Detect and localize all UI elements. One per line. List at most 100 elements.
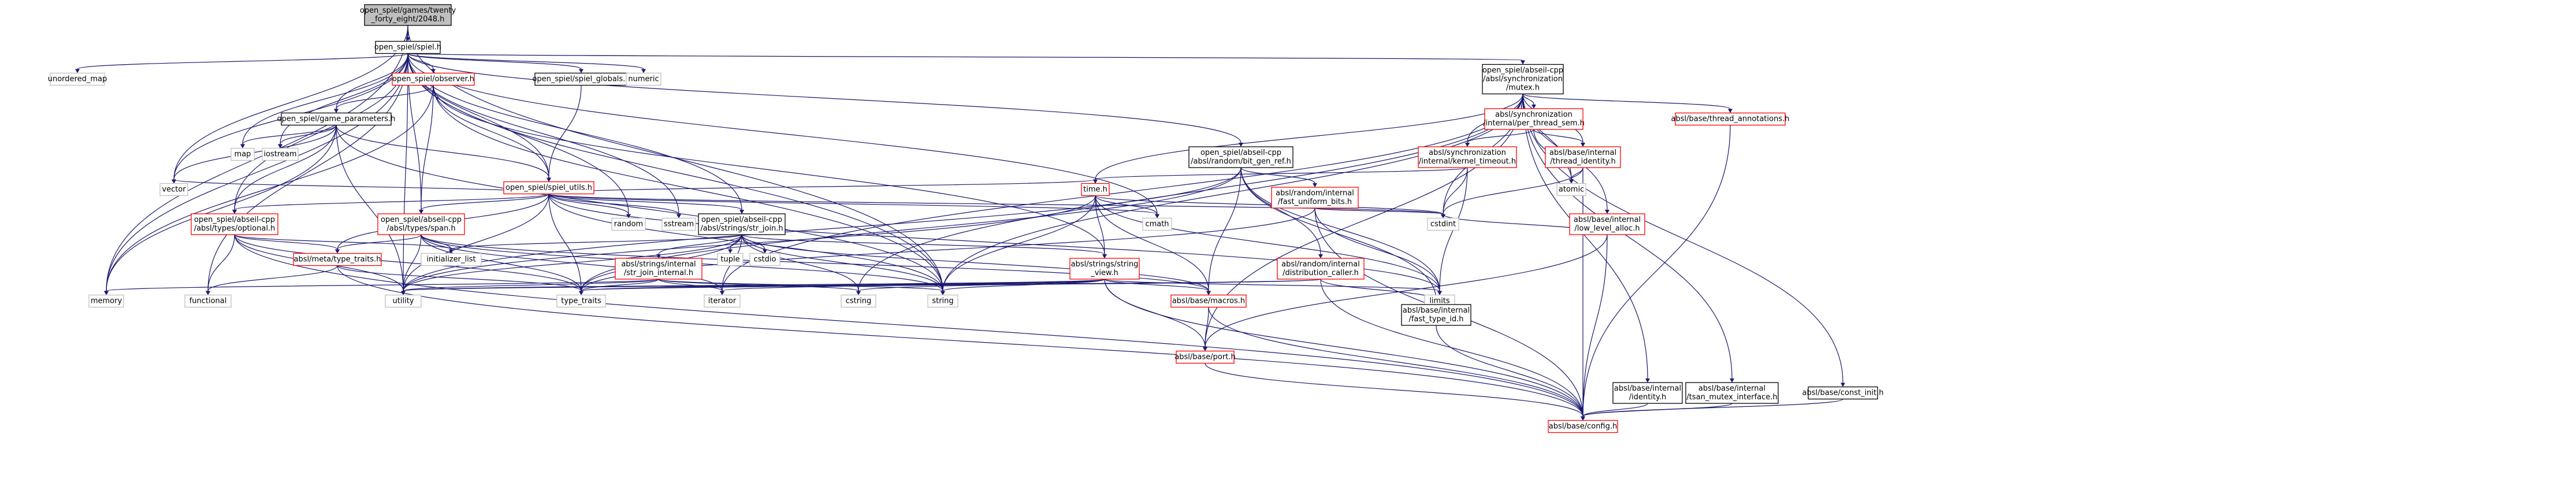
arrowhead-spiel-to-observer (431, 69, 436, 73)
node-cstdint: cstdint (1427, 217, 1459, 231)
node-label-mutex-1: /absl/synchronization (1483, 75, 1563, 84)
edge-meta_type_traits-to-functional (207, 265, 338, 291)
node-box-game_parameters (281, 112, 392, 126)
node-box-cstdio (749, 253, 780, 266)
node-utility: utility (385, 294, 422, 308)
node-root[interactable]: open_spiel/games/twenty_forty_eight/2048… (360, 4, 456, 26)
edge-port-to-config (1205, 363, 1583, 417)
node-box-mutex (1482, 64, 1564, 95)
edge-spiel_utils-to-str_join (548, 193, 742, 210)
edge-spiel_utils-to-string (548, 194, 943, 291)
node-box-string (927, 294, 958, 308)
node-optional[interactable]: open_spiel/abseil-cpp/absl/types/optiona… (191, 213, 278, 235)
node-label-spiel_utils-0: open_spiel/spiel_utils.h (505, 184, 592, 192)
node-box-map (231, 147, 255, 161)
arrowhead-string_view-to-macros (1206, 291, 1211, 295)
arrowhead-game_parameters-to-map (240, 144, 245, 149)
node-string_view[interactable]: absl/strings/string_view.h (1069, 258, 1140, 280)
edge-time-to-string_view (1095, 195, 1105, 255)
node-port[interactable]: absl/base/port.h (1174, 350, 1236, 364)
edge-spiel-to-mutex (407, 53, 1523, 61)
node-thread_annotations[interactable]: absl/base/thread_annotations.h (1671, 112, 1790, 126)
node-time[interactable]: time.h (1081, 183, 1110, 196)
edge-str_join_internal-to-string (658, 279, 943, 292)
node-span[interactable]: open_spiel/abseil-cpp/absl/types/span.h (377, 213, 465, 235)
node-box-time (1081, 183, 1110, 196)
node-fast_uniform_bits[interactable]: absl/random/internal/fast_uniform_bits.h (1271, 187, 1359, 209)
node-box-const_init (1808, 386, 1878, 400)
node-spiel[interactable]: open_spiel/spiel.h (374, 40, 441, 54)
edge-str_join-to-string_view (741, 234, 1105, 255)
node-box-tsan_mutex (1685, 382, 1779, 404)
edge-game_parameters-to-utility (336, 125, 404, 291)
node-kernel_timeout[interactable]: absl/synchronization/internal/kernel_tim… (1418, 146, 1517, 168)
node-meta_type_traits[interactable]: absl/meta/type_traits.h (293, 253, 382, 266)
edge-root-to-memory (106, 25, 408, 291)
node-label-fast_type_id-1: /fast_type_id.h (1408, 315, 1463, 324)
node-label-atomic-0: atomic (1559, 186, 1584, 194)
node-tsan_mutex[interactable]: absl/base/internal/tsan_mutex_interface.… (1685, 382, 1779, 404)
node-iostream: iostream (262, 147, 299, 161)
edge-bit_gen_ref-to-fast_type_id (1240, 167, 1437, 301)
edges-layer (75, 25, 1845, 421)
node-label-fast_type_id-0: absl/base/internal (1403, 306, 1470, 315)
node-label-utility-0: utility (393, 297, 414, 306)
node-fast_type_id[interactable]: absl/base/internal/fast_type_id.h (1401, 304, 1471, 326)
node-label-tuple-0: tuple (720, 255, 739, 264)
node-label-str_join-0: open_spiel/abseil-cpp (701, 216, 782, 224)
node-config[interactable]: absl/base/config.h (1548, 420, 1618, 433)
node-thread_identity[interactable]: absl/base/internal/thread_identity.h (1545, 146, 1621, 168)
node-mutex[interactable]: open_spiel/abseil-cpp/absl/synchronizati… (1482, 64, 1564, 95)
node-box-kernel_timeout (1418, 146, 1517, 168)
node-box-cstring (841, 294, 876, 308)
node-label-iostream-0: iostream (263, 150, 296, 159)
node-const_init[interactable]: absl/base/const_init.h (1802, 386, 1884, 400)
node-label-root-1: _forty_eight/2048.h (371, 15, 445, 24)
node-box-functional (184, 294, 232, 308)
arrowhead-spiel-to-unordered_map (75, 69, 80, 73)
node-box-spiel (375, 40, 441, 54)
node-per_thread_sem[interactable]: absl/synchronization/internal/per_thread… (1483, 108, 1585, 130)
edge-string_view-to-config (1104, 279, 1583, 417)
node-game_parameters[interactable]: open_spiel/game_parameters.h (277, 112, 396, 126)
edge-game_parameters-to-memory (106, 125, 337, 291)
node-label-identity-1: /identity.h (1629, 393, 1667, 402)
node-label-initializer_list-0: initializer_list (426, 255, 475, 264)
node-spiel_globals[interactable]: open_spiel/spiel_globals.h (532, 72, 630, 86)
node-sstream: sstream (661, 217, 696, 231)
edge-macros-to-port (1205, 307, 1209, 347)
node-observer[interactable]: open_spiel/observer.h (392, 72, 475, 86)
edge-low_level_alloc-to-port (1205, 234, 1608, 347)
node-label-low_level_alloc-1: /low_level_alloc.h (1574, 224, 1640, 233)
arrowhead-const_init-to-config (1581, 416, 1585, 421)
arrowhead-str_join-to-initializer_list (449, 249, 454, 254)
node-spiel_utils[interactable]: open_spiel/spiel_utils.h (503, 181, 594, 195)
node-str_join[interactable]: open_spiel/abseil-cpp/absl/strings/str_j… (698, 213, 786, 235)
node-box-fast_uniform_bits (1271, 187, 1359, 209)
edge-optional-to-config (234, 234, 1583, 417)
edge-time-to-utility (403, 195, 1096, 291)
node-label-type_traits-0: type_traits (561, 297, 601, 306)
node-macros[interactable]: absl/base/macros.h (1170, 294, 1247, 308)
edge-string_view-to-macros (1104, 279, 1209, 292)
node-low_level_alloc[interactable]: absl/base/internal/low_level_alloc.h (1569, 213, 1645, 235)
node-box-root (364, 4, 452, 26)
edge-str_join_internal-to-utility (403, 279, 659, 292)
node-bit_gen_ref[interactable]: open_spiel/abseil-cpp/absl/random/bit_ge… (1188, 146, 1293, 168)
node-box-type_traits (556, 294, 606, 308)
edge-mutex-to-identity (1522, 94, 1648, 379)
node-str_join_internal[interactable]: absl/strings/internal/str_join_internal.… (615, 258, 702, 280)
edge-kernel_timeout-to-time (1095, 167, 1468, 180)
node-label-iterator-0: iterator (708, 297, 737, 306)
node-box-spiel_utils (503, 181, 594, 195)
node-identity[interactable]: absl/base/internal/identity.h (1612, 382, 1683, 404)
arrowhead-mutex-to-const_init (1841, 383, 1845, 387)
node-label-vector-0: vector (162, 186, 186, 194)
node-label-spiel-0: open_spiel/spiel.h (374, 43, 441, 52)
edge-str_join-to-str_join_internal (658, 234, 742, 255)
node-label-mutex-2: /mutex.h (1506, 84, 1540, 92)
node-distribution_caller[interactable]: absl/random/internal/distribution_caller… (1277, 258, 1365, 280)
arrowhead-string_view-to-iterator (720, 291, 724, 295)
arrowhead-observer-to-game_parameters (334, 109, 339, 113)
arrowhead-str_join-to-tuple (728, 249, 733, 254)
